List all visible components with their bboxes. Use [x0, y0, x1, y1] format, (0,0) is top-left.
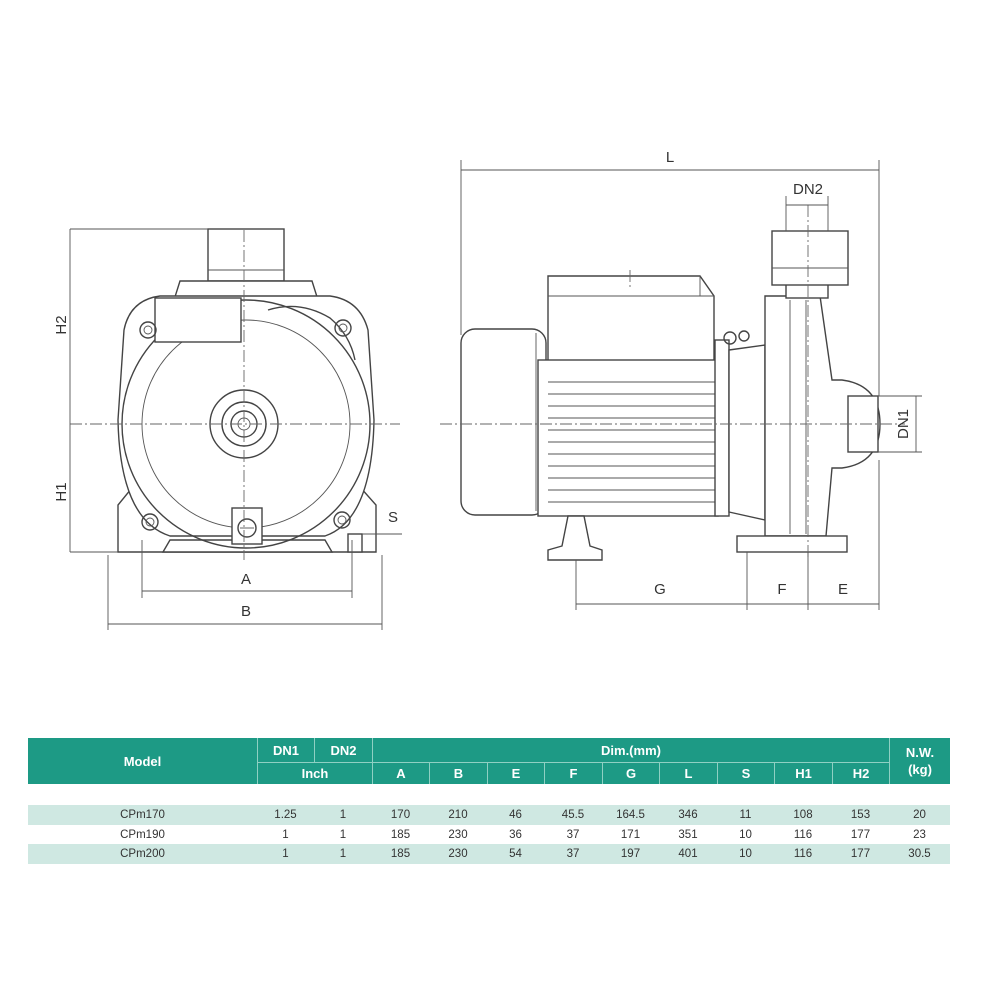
l-cell: 346 — [678, 809, 698, 821]
l-label: L — [666, 149, 674, 166]
dim-header-h2: H2 — [832, 762, 889, 784]
e-cell: 46 — [509, 809, 522, 821]
l-cell: 351 — [678, 828, 698, 841]
dn2-header: DN2 — [314, 738, 372, 762]
inch-header: Inch — [257, 762, 372, 784]
nw-header-line2: (kg) — [908, 762, 932, 777]
dn2-label: DN2 — [793, 181, 823, 198]
b-cell: 230 — [448, 828, 468, 841]
f-cell: 37 — [566, 848, 580, 860]
h1-cell: 116 — [793, 828, 813, 841]
s-cell: 10 — [739, 828, 752, 841]
dn1-cell: 1 — [282, 848, 289, 860]
nw-header: N.W. (kg) — [889, 738, 950, 784]
h1-cell: 116 — [793, 848, 813, 860]
a-cell: 185 — [390, 848, 411, 860]
h2-cell: 177 — [850, 848, 871, 860]
nw-cell: 30.5 — [908, 848, 931, 860]
model-cell: CPm200 — [120, 848, 165, 860]
a-cell: 185 — [390, 828, 411, 841]
model-cell: CPm170 — [120, 809, 165, 821]
dn2-cell: 1 — [339, 848, 347, 860]
nw-header-line1: N.W. — [905, 745, 935, 760]
g-cell: 164.5 — [616, 809, 645, 821]
g-cell: 197 — [620, 848, 641, 860]
table-row: CPm200 1 1 185 230 54 37 197 401 10 116 … — [28, 844, 950, 864]
nw-cell: 23 — [913, 828, 926, 841]
f-cell: 45.5 — [561, 809, 585, 821]
dim-header-h1: H1 — [774, 762, 832, 784]
dim-mm-header: Dim.(mm) — [372, 738, 889, 762]
table-header-row-2: Inch A B E F G L S H1 H2 — [28, 762, 950, 784]
dn2-cell: 1 — [339, 809, 347, 821]
dn1-label: DN1 — [895, 409, 912, 439]
f-label: F — [777, 581, 786, 598]
e-cell: 54 — [509, 848, 522, 860]
table-header-row-1: Model DN1 DN2 Dim.(mm) N.W. (kg) — [28, 738, 950, 784]
e-label: E — [838, 581, 848, 598]
a-label: A — [241, 571, 251, 588]
nw-cell: 20 — [913, 809, 926, 821]
dim-header-f: F — [544, 762, 602, 784]
s-label: S — [388, 509, 398, 526]
h1-label: H1 — [53, 482, 70, 501]
b-cell: 210 — [448, 809, 468, 821]
dn2-cell: 1 — [339, 828, 347, 841]
dim-header-g: G — [602, 762, 659, 784]
pump-dimension-drawing: H2 H1 S A B — [53, 149, 922, 630]
dn1-cell: 1 — [282, 828, 289, 841]
g-cell: 171 — [620, 828, 641, 841]
dn1-header: DN1 — [257, 738, 314, 762]
h1-cell: 108 — [793, 809, 813, 821]
dim-header-s: S — [717, 762, 774, 784]
front-view: H2 H1 S A B — [53, 228, 402, 630]
dn1-cell: 1.25 — [274, 809, 297, 821]
a-cell: 170 — [390, 809, 411, 821]
dim-header-l: L — [659, 762, 717, 784]
model-cell: CPm190 — [120, 828, 165, 841]
b-cell: 230 — [448, 848, 468, 860]
h2-label: H2 — [53, 315, 70, 334]
h2-cell: 153 — [850, 809, 871, 821]
table-row: CPm170 1.25 1 170 210 46 45.5 164.5 346 … — [28, 805, 950, 825]
b-label: B — [241, 603, 251, 620]
dim-header-e: E — [487, 762, 544, 784]
s-cell: 10 — [739, 848, 752, 860]
side-view: L DN2 DN1 G F E — [440, 149, 922, 610]
dim-header-b: B — [429, 762, 487, 784]
dim-header-a: A — [372, 762, 429, 784]
f-cell: 37 — [566, 828, 580, 841]
s-cell: 11 — [739, 809, 752, 821]
g-label: G — [654, 581, 666, 598]
h2-cell: 177 — [850, 828, 871, 841]
l-cell: 401 — [678, 848, 698, 860]
e-cell: 36 — [509, 828, 522, 841]
table-row: CPm190 1 1 185 230 36 37 171 351 10 116 … — [28, 825, 950, 844]
model-header: Model — [28, 738, 257, 784]
